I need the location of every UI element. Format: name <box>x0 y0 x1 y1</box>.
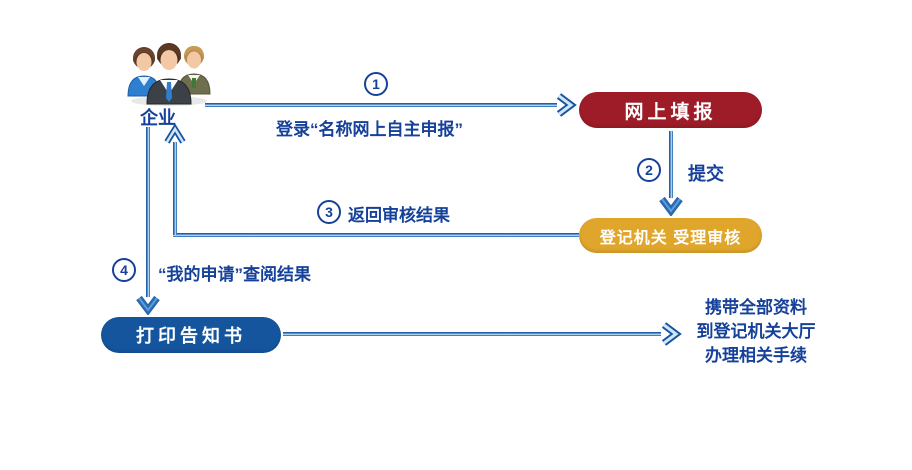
node-print-notice: 打印告知书 <box>101 317 281 353</box>
arrow-step2-line <box>669 131 673 198</box>
node-registry-review: 登记机关 受理审核 <box>579 218 762 253</box>
outcome-line-3: 办理相关手续 <box>705 346 807 365</box>
people-group-icon <box>127 43 211 106</box>
arrow-step4-line <box>146 127 150 297</box>
step1-number-badge: 1 <box>364 72 388 96</box>
node-online-filing: 网上填报 <box>579 92 762 128</box>
arrow-final-line <box>283 332 661 336</box>
step4-number-badge: 4 <box>112 258 136 282</box>
arrow-step3-vline <box>173 142 177 235</box>
arrow-final-head-right-icon <box>661 322 682 346</box>
step2-number-badge: 2 <box>637 158 661 182</box>
outcome-text: 携带全部资料 到登记机关大厅 办理相关手续 <box>679 296 833 368</box>
arrow-step1-head-right-icon <box>556 93 577 117</box>
step1-label: 登录“名称网上自主申报” <box>276 120 463 139</box>
arrow-step1-line <box>205 103 557 107</box>
step3-number-badge: 3 <box>317 200 341 224</box>
step4-label: “我的申请”查阅结果 <box>158 265 311 284</box>
actor-label: 企业 <box>140 108 176 128</box>
outcome-line-2: 到登记机关大厅 <box>696 322 816 341</box>
arrow-step2-head-down-icon <box>659 196 683 216</box>
arrow-step3-head-up-icon <box>164 124 186 144</box>
step2-label: 提交 <box>688 164 724 184</box>
arrow-step3-hline <box>173 233 579 237</box>
outcome-line-1: 携带全部资料 <box>705 298 807 317</box>
step3-label: 返回审核结果 <box>348 206 450 225</box>
arrow-step4-head-down-icon <box>136 295 160 315</box>
